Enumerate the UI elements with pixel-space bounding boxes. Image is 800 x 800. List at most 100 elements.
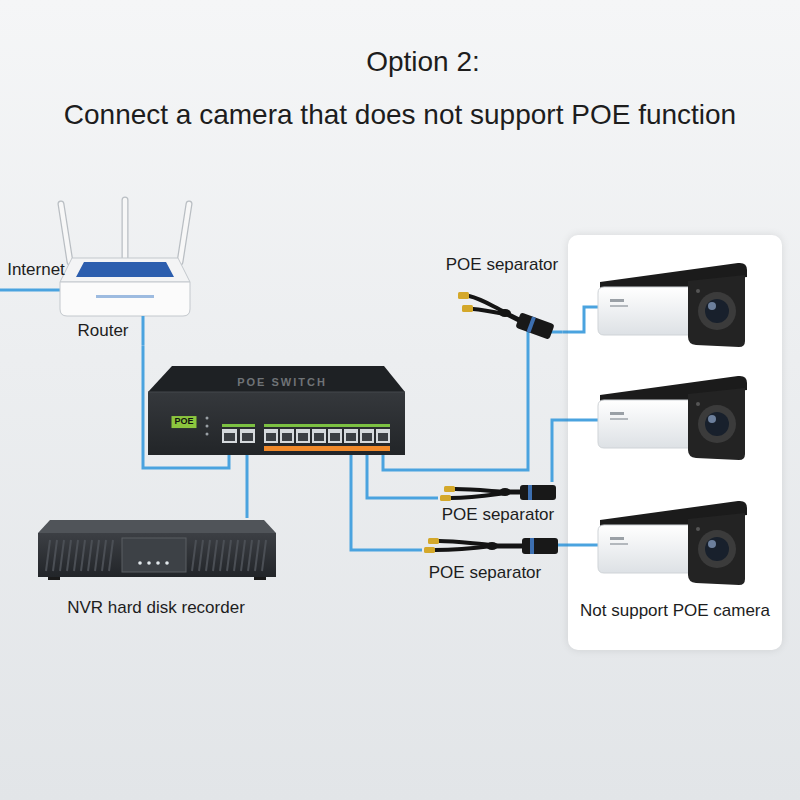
subtitle: Connect a camera that does not support P… bbox=[64, 98, 736, 132]
poe-separator-icon bbox=[551, 331, 562, 334]
poe-switch-icon bbox=[312, 429, 326, 443]
router-icon bbox=[60, 200, 190, 345]
nvr-icon bbox=[48, 577, 60, 580]
router-icon bbox=[122, 200, 129, 262]
bullet-camera bbox=[598, 376, 747, 460]
network-wire bbox=[0, 289, 60, 292]
nvr-icon bbox=[254, 577, 266, 580]
poe-separator: POE separator bbox=[440, 252, 562, 350]
cable-connector bbox=[367, 455, 438, 498]
poe-separator-icon bbox=[515, 312, 554, 339]
poe-separator-icon bbox=[558, 544, 562, 547]
camera-wire bbox=[568, 544, 600, 547]
router-icon bbox=[60, 282, 190, 316]
poe-switch-icon bbox=[360, 429, 374, 443]
cable-connector bbox=[383, 350, 528, 470]
poe-switch-icon bbox=[298, 433, 308, 441]
poe-switch-icon bbox=[378, 433, 388, 441]
router-icon bbox=[180, 204, 189, 262]
cable-connector bbox=[143, 345, 229, 468]
poe-switch-icon bbox=[314, 433, 324, 441]
router-icon bbox=[142, 316, 145, 345]
poe-separator-icon bbox=[458, 292, 562, 350]
poe-separator-icon bbox=[435, 546, 492, 550]
poe-switch-icon bbox=[264, 424, 390, 427]
camera-illustration bbox=[568, 235, 782, 650]
poe-separator-icon bbox=[428, 538, 439, 544]
poe-separator-icon bbox=[528, 485, 532, 500]
poe-switch-icon bbox=[376, 429, 390, 443]
camera-wire bbox=[568, 419, 600, 422]
nvr-icon bbox=[138, 561, 142, 565]
router-icon bbox=[96, 295, 154, 298]
poe-switch-icon bbox=[330, 433, 340, 441]
node-label: POE separator bbox=[442, 505, 554, 525]
nvr-icon bbox=[122, 538, 186, 572]
poe-separator-icon bbox=[424, 547, 435, 553]
router-icon bbox=[60, 258, 190, 282]
bullet-camera bbox=[598, 501, 747, 585]
poe-switch-icon bbox=[206, 425, 209, 428]
cable-connector bbox=[246, 455, 249, 518]
router-icon bbox=[76, 262, 174, 277]
poe-switch-icon bbox=[148, 392, 405, 393]
camera-panel: Not support POE camera bbox=[568, 235, 782, 650]
nvr-icon bbox=[165, 561, 169, 565]
cable-connector bbox=[552, 420, 568, 482]
title: Option 2: bbox=[366, 45, 480, 79]
poe-separator: POE separator bbox=[438, 482, 562, 529]
router-icon bbox=[61, 204, 70, 262]
poe-separator-icon bbox=[424, 538, 562, 554]
nvr-recorder: NVR hard disk recorder bbox=[28, 518, 284, 625]
poe-switch-icon bbox=[240, 429, 255, 443]
node-label: Not support POE camera bbox=[580, 601, 770, 621]
poe-separator-icon bbox=[462, 305, 473, 312]
poe-switch-icon bbox=[282, 433, 292, 441]
poe-switch-icon bbox=[362, 433, 372, 441]
router-icon bbox=[123, 200, 128, 262]
camera-wire bbox=[568, 307, 600, 332]
poe-separator-icon bbox=[440, 485, 556, 501]
poe-switch-icon bbox=[242, 433, 253, 441]
poe-separator: POE separator bbox=[422, 532, 562, 592]
poe-switch-icon bbox=[266, 433, 276, 441]
poe-separator-icon bbox=[492, 544, 523, 549]
poe-separator-icon bbox=[520, 485, 556, 500]
poe-switch-icon bbox=[206, 417, 209, 420]
poe-separator-icon bbox=[530, 538, 534, 554]
router: Router bbox=[55, 195, 195, 345]
node-label: Router bbox=[77, 321, 128, 341]
poe-separator-icon bbox=[522, 538, 558, 554]
node-label: POE separator bbox=[429, 563, 541, 583]
node-sublabel: POE bbox=[171, 416, 196, 428]
nvr-icon bbox=[38, 520, 276, 533]
poe-switch-icon bbox=[222, 424, 255, 427]
poe-separator-icon bbox=[455, 489, 505, 492]
poe-switch-icon bbox=[296, 429, 310, 443]
poe-separator-icon bbox=[505, 313, 519, 320]
poe-switch-icon bbox=[224, 433, 235, 441]
router-icon bbox=[180, 204, 189, 262]
poe-switch-icon bbox=[264, 446, 390, 451]
poe-switch-icon bbox=[328, 429, 342, 443]
poe-separator-icon bbox=[505, 490, 521, 495]
poe-switch-icon bbox=[346, 433, 356, 441]
poe-separator-icon bbox=[440, 495, 451, 501]
poe-separator-icon bbox=[451, 493, 505, 498]
poe-separator-icon bbox=[458, 292, 469, 299]
poe-switch-icon bbox=[206, 433, 209, 436]
poe-switch-icon bbox=[222, 429, 237, 443]
router-icon bbox=[61, 204, 70, 262]
poe-separator-icon bbox=[439, 541, 492, 545]
nvr-icon bbox=[38, 520, 276, 580]
nvr-icon bbox=[147, 561, 151, 565]
poe-separator-icon bbox=[527, 316, 536, 332]
poe-switch-icon bbox=[264, 429, 278, 443]
poe-switch-icon bbox=[148, 392, 405, 455]
node-label: NVR hard disk recorder bbox=[67, 598, 245, 618]
nvr-icon bbox=[156, 561, 160, 565]
node-label: POE separator bbox=[446, 255, 558, 275]
poe-switch-icon bbox=[344, 429, 358, 443]
node-label: POE SWITCH bbox=[237, 376, 327, 389]
poe-switch-icon bbox=[148, 366, 405, 455]
